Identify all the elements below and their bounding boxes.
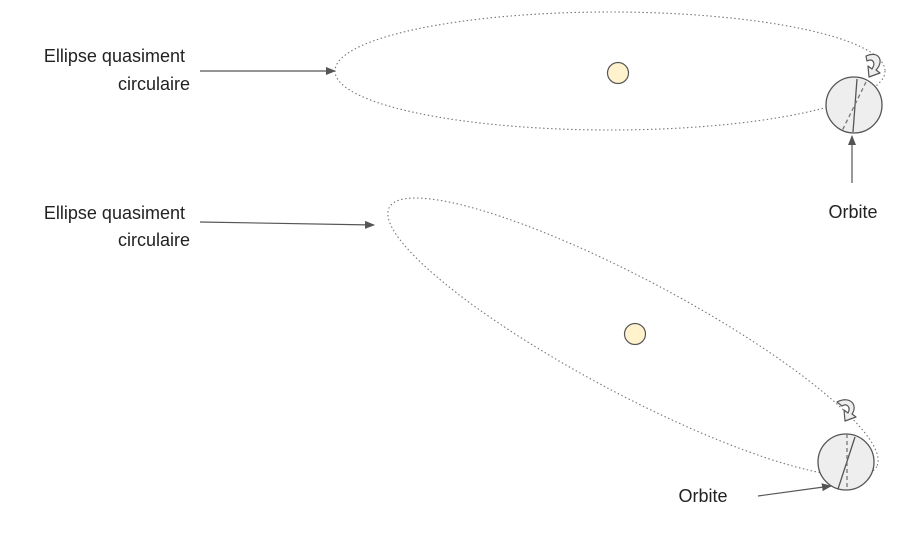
bottom-label-arrow: [199, 220, 375, 229]
planet-icon: [825, 76, 883, 134]
top-orbit-ellipse: [334, 11, 886, 131]
bottom-orbit-ellipse: [387, 197, 879, 477]
bottom-orbit-arrow: [757, 483, 832, 497]
bottom-ellipse-label-line2: circulaire: [118, 230, 190, 250]
top-ellipse-label-line2: circulaire: [118, 74, 190, 94]
sun-icon: [606, 61, 630, 85]
planet-icon: [817, 433, 875, 491]
top-orbite-label: Orbite: [828, 202, 877, 222]
sun-icon: [623, 322, 647, 346]
bottom-orbite-label: Orbite: [678, 486, 727, 506]
rotation-arrow-icon: [836, 399, 857, 422]
top-ellipse-label-line1: Ellipse quasiment: [44, 46, 185, 66]
bottom-panel: Ellipse quasiment circulaire Orbite: [44, 197, 879, 506]
rotation-arrow-icon: [865, 53, 881, 78]
top-ellipse-label: Ellipse quasiment circulaire: [44, 46, 190, 94]
bottom-ellipse-label-line1: Ellipse quasiment: [44, 203, 185, 223]
top-panel: Ellipse quasiment circulaire Orbite: [44, 11, 886, 222]
bottom-ellipse-label: Ellipse quasiment circulaire: [44, 203, 190, 250]
